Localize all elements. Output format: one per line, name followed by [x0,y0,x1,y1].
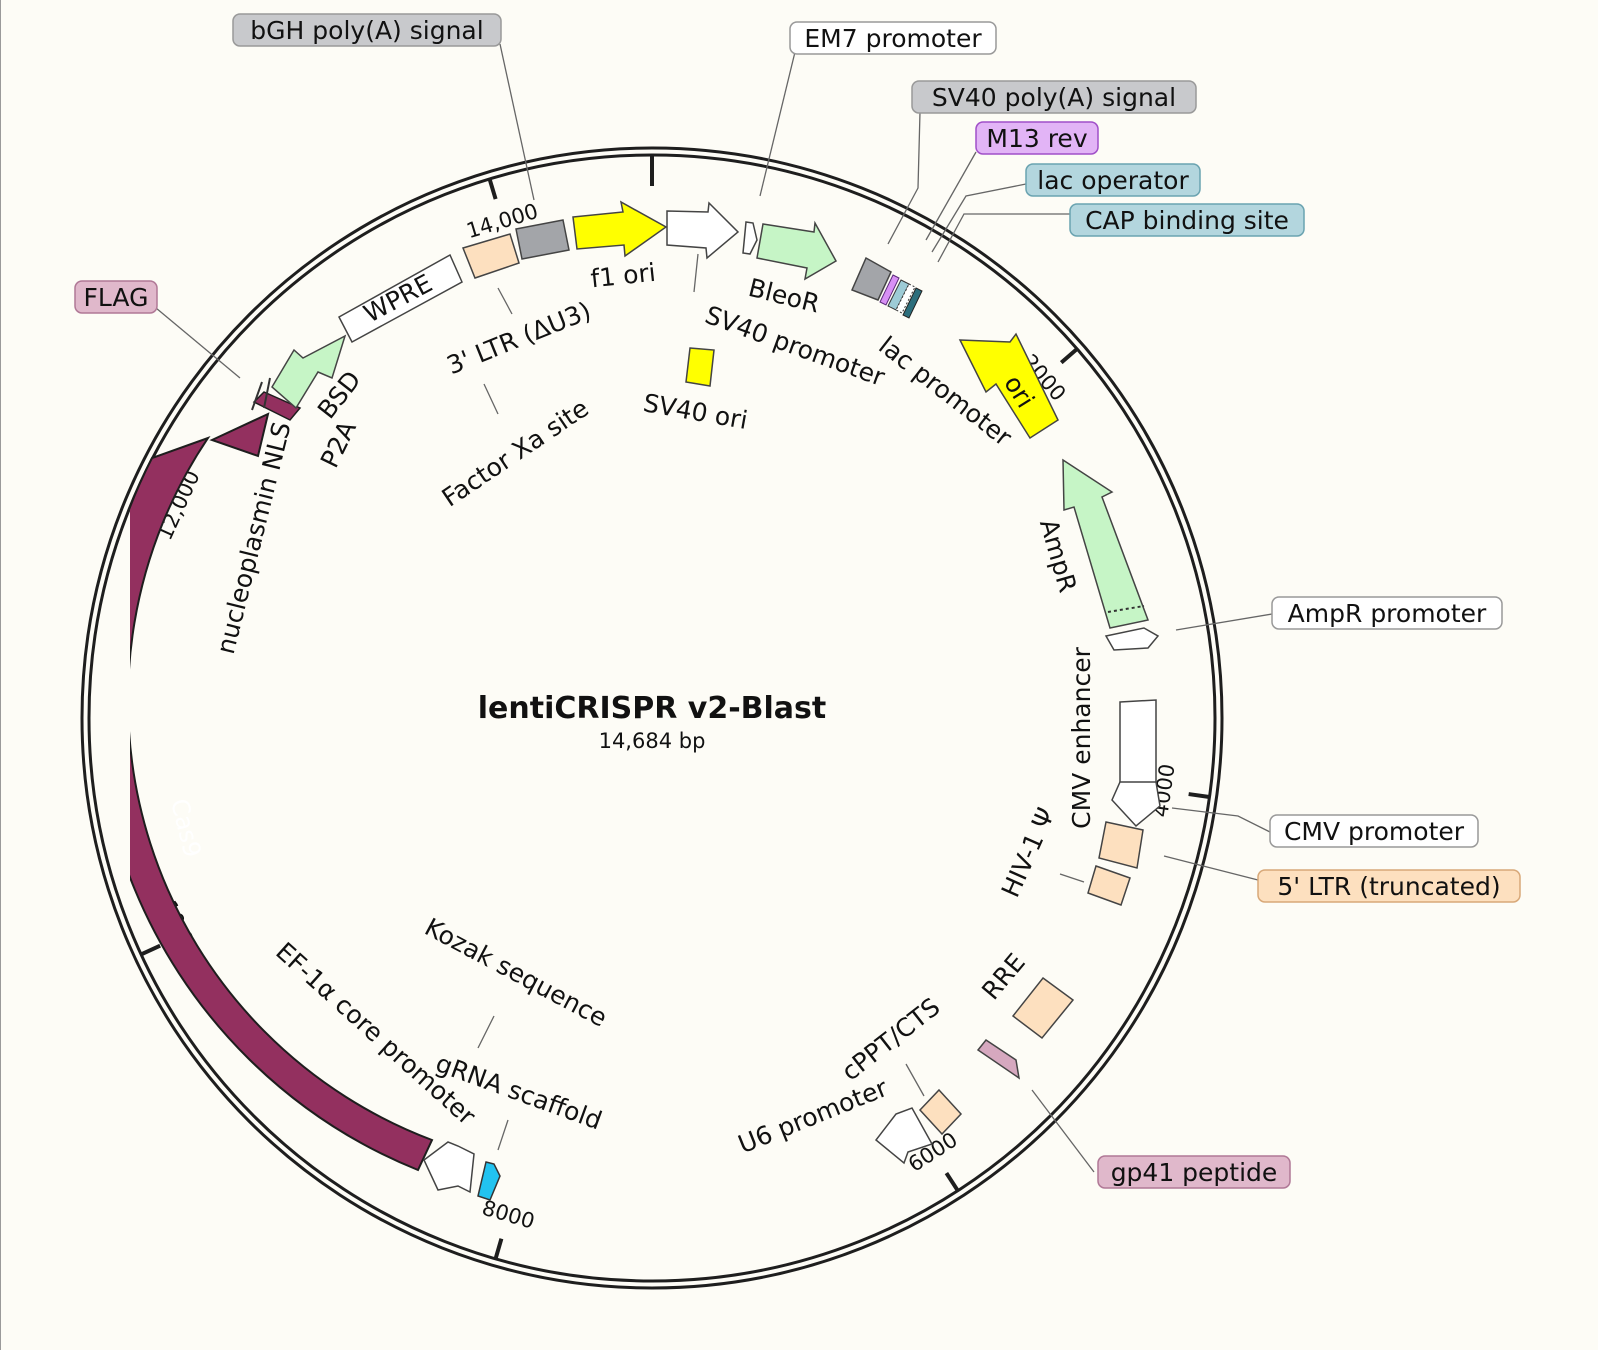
label-box-ltr5[interactable] [1257,869,1521,903]
label-bsd: BSD [312,365,367,424]
label-psi: HIV-1 Ψ [996,804,1061,902]
feature-p2a-mark[interactable] [263,377,271,409]
label-box-cmvp[interactable] [1269,814,1479,848]
feature-em7-shape[interactable] [742,221,758,255]
label-box-em7[interactable] [789,21,997,55]
label-ltr3: 3' LTR (ΔU3) [443,296,595,380]
label-cap: CAP binding site [1085,206,1289,235]
label-box-bgh[interactable] [232,13,502,47]
label-cas9: Cas9 [165,796,207,860]
label-box-cap[interactable] [1069,203,1305,237]
label-m13: M13 rev [986,124,1087,153]
feature-ef1a-shape[interactable] [423,1141,475,1194]
feature-bleo-shape[interactable] [756,220,838,281]
label-fxa: Factor Xa site [437,393,594,512]
label-bleo: BleoR [746,273,823,319]
feature-sv40ori-shape[interactable] [685,347,715,387]
feature-u6-shape[interactable] [874,1107,934,1165]
feature-sv40pa-shape[interactable] [850,256,892,301]
feature-amprp-shape[interactable] [1104,627,1160,651]
label-sv40p: SV40 promoter [701,300,889,392]
feature-m13-shape[interactable] [879,274,900,306]
feature-ampr-divider [1107,605,1145,613]
feature-cmvp-shape[interactable] [1111,781,1161,828]
tick-label-8000: 8000 [479,1196,537,1234]
feature-rre-shape[interactable] [1011,976,1075,1040]
feature-flag-mark[interactable] [251,381,263,411]
label-sv40ori: SV40 ori [641,388,750,435]
label-p2a: P2A [315,416,362,472]
feature-psi-shape[interactable] [1087,865,1131,906]
feature-cas9-head[interactable] [209,412,270,458]
label-sv40pa: SV40 poly(A) signal [932,83,1176,112]
label-cmvp: CMV promoter [1284,817,1465,846]
feature-shapes [96,200,1161,1201]
feature-grna-shape[interactable] [477,1161,501,1201]
feature-ltr3-shape[interactable] [461,233,520,279]
plasmid-name: lentiCRISPR v2-Blast [478,691,827,726]
label-ampr: AmpR [1034,516,1082,596]
feature-cas9-shape[interactable] [96,436,434,1172]
feature-gp41-shape[interactable] [976,1038,1021,1080]
label-box-sv40pa[interactable] [911,80,1197,114]
feature-sv40p-shape[interactable] [666,201,740,260]
label-kozak: Kozak sequence [420,912,612,1032]
left-border [0,0,1,1350]
label-cmve: CMV enhancer [1067,646,1096,828]
tick-10000 [140,943,161,957]
tick-4000 [1188,792,1210,799]
feature-f1-shape[interactable] [572,200,668,258]
outer-labels: bGH poly(A) signal EM7 promoter SV40 pol… [74,13,1521,1189]
label-u6: U6 promoter [734,1073,892,1159]
label-ltr5: 5' LTR (truncated) [1277,872,1500,901]
feature-ltr5-shape[interactable] [1098,821,1144,869]
feature-ampr-shape[interactable] [1062,458,1150,629]
feature-lacp-shape[interactable] [895,283,916,314]
label-box-flag[interactable] [74,280,158,314]
label-flag: FLAG [84,283,149,312]
label-amprp: AmpR promoter [1288,599,1487,628]
label-f1: f1 ori [589,258,657,294]
label-rre: RRE [976,948,1031,1005]
label-gp41: gp41 peptide [1111,1158,1278,1187]
label-cppt: cPPT/CTS [836,992,945,1086]
feature-cppt-shape[interactable] [918,1088,963,1136]
label-box-m13[interactable] [975,121,1099,155]
label-lacop: lac operator [1037,166,1189,195]
plasmid-size: 14,684 bp [599,729,706,753]
tick-6000 [944,1171,960,1192]
feature-wpre-shape[interactable] [337,253,463,344]
label-box-amprp[interactable] [1271,596,1503,630]
tick-8000 [493,1238,504,1260]
label-wpre: WPRE [359,269,437,329]
feature-bsd-shape[interactable] [271,334,347,410]
feature-bgh-shape[interactable] [515,219,570,260]
label-box-gp41[interactable] [1097,1155,1291,1189]
backbone-outer [80,146,1224,1290]
feature-ori-shape[interactable] [958,332,1059,440]
label-em7: EM7 promoter [804,24,982,53]
label-box-lacop[interactable] [1025,163,1201,197]
label-bgh: bGH poly(A) signal [250,16,483,45]
tick-2000 [1059,347,1079,365]
leader-lines [155,43,1273,1173]
feature-cap-shape[interactable] [902,287,923,319]
tick-14000 [487,178,498,200]
